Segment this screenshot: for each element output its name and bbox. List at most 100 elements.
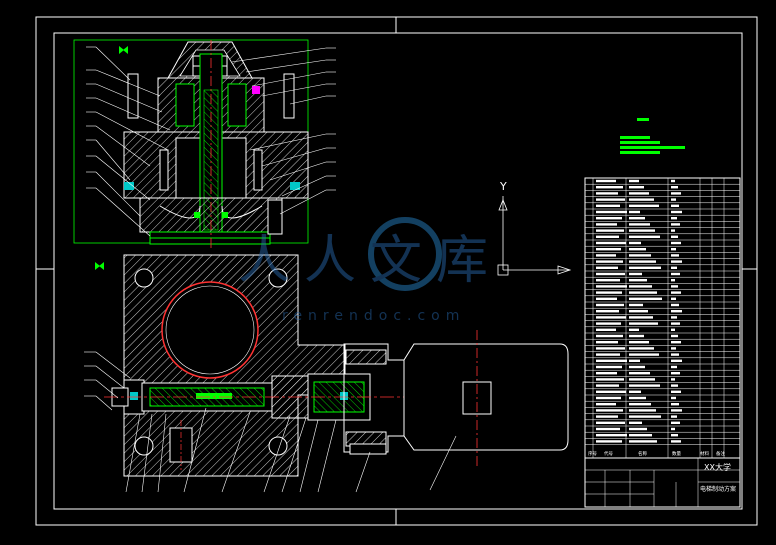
parts-list-entry [596, 297, 617, 300]
title-block [584, 457, 741, 508]
leader-lines-lower [84, 351, 371, 493]
parts-list-entry [596, 179, 616, 183]
parts-list-entry [596, 353, 620, 356]
parts-list-entry [629, 204, 659, 207]
title-block-drawing-name: 电梯制动方案 [700, 485, 736, 493]
parts-list-entry [671, 440, 681, 443]
parts-list-header-cell: 名称 [638, 450, 647, 457]
parts-list-entry [629, 285, 652, 288]
parts-list-entry [629, 322, 658, 325]
parts-list-entry [671, 341, 681, 344]
parts-list-entry [671, 204, 679, 207]
title-block-school: XX大学 [704, 462, 731, 472]
motor-assembly [343, 330, 569, 491]
parts-list-entry [596, 229, 624, 232]
ucs-axis-icon [497, 196, 572, 276]
parts-list-entry [671, 415, 677, 418]
parts-list-header-cell: 材料 [700, 450, 709, 457]
parts-list-entry [596, 266, 618, 269]
parts-list-entry [596, 334, 623, 338]
parts-list-entry [629, 409, 656, 412]
parts-list-header-cell: 序号 [588, 450, 597, 457]
parts-list-entry [629, 396, 646, 400]
parts-list-entry [671, 254, 679, 257]
parts-list-entry [629, 440, 657, 443]
parts-list-entry [596, 390, 626, 393]
parts-list-entry [671, 260, 682, 263]
parts-list-entry [629, 316, 653, 319]
parts-list-entry [671, 427, 675, 431]
parts-list-entry [629, 279, 647, 282]
parts-list-entry [596, 396, 621, 400]
parts-list-entry [671, 248, 676, 251]
parts-list-entry [629, 415, 661, 418]
parts-list-header-cell: 备注 [716, 450, 725, 457]
parts-list-entry [596, 260, 623, 263]
parts-list-entry [629, 229, 655, 232]
parts-list-header-cell: 代号 [604, 450, 613, 457]
parts-list-entry [671, 272, 680, 276]
parts-list-entry [596, 235, 619, 238]
parts-list-entry [629, 353, 659, 356]
parts-list-entry [671, 347, 676, 350]
parts-list-entry [629, 328, 639, 331]
parts-list-entry [671, 198, 676, 201]
parts-list-entry [671, 365, 677, 369]
parts-list-entry [671, 390, 681, 393]
parts-list-entry [671, 421, 680, 424]
technical-notes [620, 118, 685, 154]
parts-list-entry [671, 384, 678, 387]
parts-list-entry [629, 223, 650, 226]
parts-list-entry [671, 223, 680, 226]
parts-list-entry [629, 359, 640, 362]
parts-list-entry [671, 434, 678, 437]
parts-list-entry [596, 303, 624, 307]
watermark-url: renrendoc.com [282, 308, 465, 324]
parts-list-entry [629, 347, 654, 350]
parts-list-entry [629, 434, 652, 437]
parts-list-entry [596, 434, 627, 437]
parts-list-entry [629, 341, 649, 344]
parts-list-entry [596, 217, 622, 220]
worm-shaft-section [104, 373, 560, 421]
parts-list-entry [671, 372, 680, 375]
parts-list-entry [629, 297, 662, 300]
parts-list-entry [671, 217, 677, 220]
parts-list-entry [596, 365, 622, 369]
watermark-logo-icon [368, 217, 442, 291]
parts-list-entry [629, 291, 657, 294]
parts-list-entry [596, 272, 625, 276]
parts-list-entry [671, 378, 675, 381]
parts-list-entry [671, 179, 675, 183]
parts-list-entry [629, 372, 650, 375]
parts-list-entry [596, 403, 616, 406]
parts-list-entry [671, 229, 675, 232]
parts-list-entry [596, 192, 618, 195]
parts-list-entry [596, 421, 625, 424]
parts-list-entry [629, 266, 661, 269]
parts-list-entry [629, 403, 651, 406]
parts-list-entry [596, 223, 617, 226]
parts-list-entry [596, 285, 627, 288]
parts-list-entry [629, 365, 645, 369]
parts-list-entry [596, 384, 619, 387]
parts-list-entry [629, 179, 639, 183]
parts-list-entry [596, 204, 620, 207]
parts-list-entry [629, 186, 644, 189]
parts-list-entry [596, 186, 623, 189]
parts-list-entry [629, 427, 647, 431]
watermark-brand: 人人文库 [238, 231, 502, 291]
parts-list-entry [629, 310, 648, 313]
parts-list-entry [671, 241, 681, 245]
parts-list-entry [671, 186, 678, 189]
parts-list-entry [671, 409, 682, 412]
parts-list-entry [629, 248, 646, 251]
parts-list-entry [629, 192, 649, 195]
parts-list-entry [596, 254, 616, 257]
parts-list-entry [629, 390, 641, 393]
parts-list-entry [671, 266, 677, 269]
parts-list-entry [596, 198, 625, 201]
leader-lines-upper-left [86, 46, 171, 237]
leader-lines-upper-right [231, 47, 336, 215]
parts-list-entry [629, 272, 642, 276]
